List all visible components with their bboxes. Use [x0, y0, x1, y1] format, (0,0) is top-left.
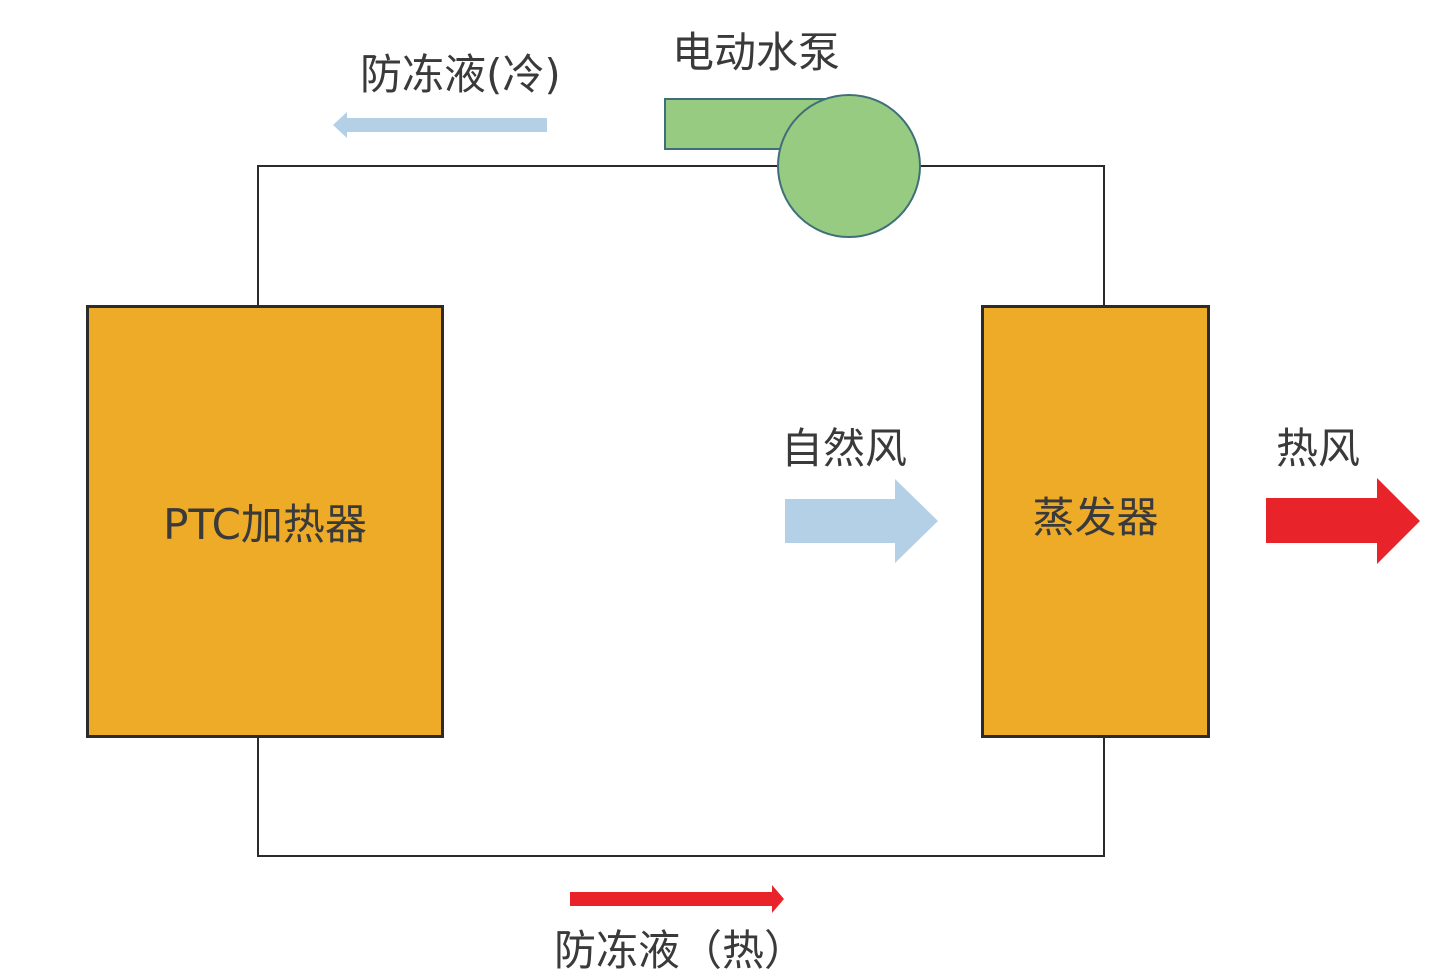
natural-air-label: 自然风: [781, 424, 908, 473]
natural-air-arrow: [785, 479, 938, 563]
hot-air-label: 热风: [1276, 424, 1361, 473]
hot-coolant-arrow: [570, 885, 784, 913]
pump-icon: [777, 94, 921, 238]
evaporator-label: 蒸发器: [1032, 493, 1159, 542]
pipe-bottom: [257, 738, 1105, 857]
evaporator-box: 蒸发器: [981, 305, 1210, 738]
hot-coolant-label: 防冻液（热）: [554, 926, 807, 975]
pump-label: 电动水泵: [672, 28, 841, 77]
hot-air-arrow: [1266, 478, 1420, 564]
pipe-top-left: [257, 165, 780, 305]
ptc-heater-box: PTC加热器: [86, 305, 444, 738]
ptc-heater-label: PTC加热器: [163, 500, 367, 549]
cold-coolant-arrow: [333, 112, 547, 138]
cold-coolant-label: 防冻液(冷): [360, 50, 561, 99]
pipe-top-right: [918, 165, 1105, 305]
